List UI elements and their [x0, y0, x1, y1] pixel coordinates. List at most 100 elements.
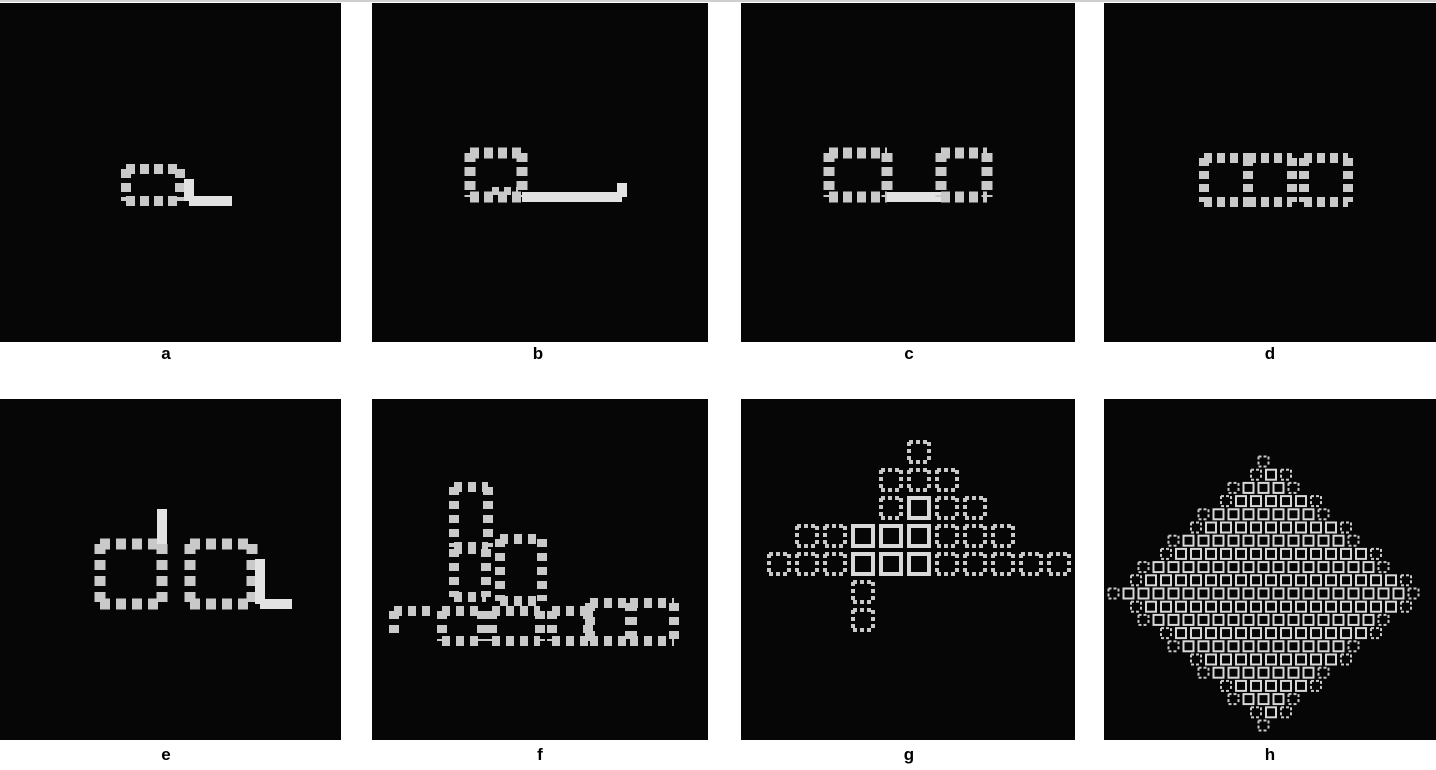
closed-tile: [1266, 549, 1276, 559]
dash-segment: [888, 496, 892, 500]
dash-segment: [1280, 475, 1282, 478]
dash-segment: [1311, 505, 1314, 507]
dash-segment: [95, 560, 106, 570]
closed-tile: [1244, 615, 1254, 625]
closed-tile: [1214, 615, 1224, 625]
dash-segment: [1378, 620, 1380, 623]
closed-tile: [909, 526, 929, 546]
dash-segment: [465, 195, 476, 197]
dash-segment: [823, 526, 827, 530]
closed-tile: [1251, 496, 1261, 506]
dash-segment: [824, 167, 835, 176]
dash-segment: [1280, 470, 1282, 473]
dash-segment: [1190, 660, 1192, 663]
dash-segment: [1007, 552, 1011, 556]
dash-segment: [1230, 501, 1232, 504]
dash-segment: [1160, 549, 1162, 552]
closed-tile: [1199, 615, 1209, 625]
closed-tile: [1326, 549, 1336, 559]
dash-segment: [1170, 628, 1172, 631]
dash-segment: [907, 456, 911, 460]
dash-segment: [1299, 184, 1309, 192]
dash-segment: [935, 554, 939, 558]
dash-segment: [1161, 558, 1164, 560]
dash-segment: [465, 167, 476, 176]
dash-segment: [1243, 184, 1253, 192]
dash-segment: [1230, 153, 1238, 163]
dash-segment: [1021, 572, 1025, 576]
dash-segment: [1234, 693, 1237, 695]
dash-segment: [1409, 598, 1412, 600]
dash-segment: [955, 477, 959, 481]
dash-segment: [408, 606, 416, 616]
closed-tile: [1176, 575, 1186, 585]
dash-segment: [881, 516, 885, 520]
dash-segment: [1108, 589, 1110, 592]
closed-tile: [881, 526, 901, 546]
dash-segment: [1318, 668, 1320, 671]
dash-segment: [95, 592, 106, 602]
dash-segment: [1320, 496, 1322, 499]
dash-segment: [1286, 469, 1289, 471]
panel-h-label: h: [1250, 745, 1290, 765]
closed-tile: [1206, 523, 1216, 533]
closed-tile: [1386, 602, 1396, 612]
dash-segment: [1343, 197, 1353, 202]
closed-tile: [1251, 602, 1261, 612]
dash-segment: [1140, 580, 1142, 583]
dash-segment: [1343, 171, 1353, 179]
dash-segment: [1160, 628, 1162, 631]
dash-segment: [495, 581, 505, 589]
dash-segment: [1256, 469, 1259, 471]
dash-segment: [1230, 197, 1238, 207]
closed-tile: [1274, 694, 1284, 704]
dash-segment: [955, 192, 964, 203]
dash-segment: [1371, 558, 1374, 560]
closed-tile: [1214, 641, 1224, 651]
closed-tile: [1124, 589, 1134, 599]
dash-segment: [1408, 589, 1410, 592]
closed-tile: [1229, 562, 1239, 572]
dash-segment: [1256, 716, 1259, 718]
dash-segment: [951, 488, 955, 492]
dash-segment: [944, 468, 948, 472]
dash-segment: [965, 544, 969, 548]
dash-segment: [1298, 694, 1300, 697]
dash-segment: [944, 552, 948, 556]
dash-segment: [1250, 475, 1252, 478]
dash-segment: [1007, 572, 1011, 576]
dash-segment: [1261, 197, 1269, 207]
dash-segment: [618, 636, 626, 646]
dash-segment: [1343, 158, 1353, 166]
dash-segment: [955, 512, 959, 516]
dash-segment: [767, 561, 771, 565]
closed-tile: [1214, 668, 1224, 678]
dash-segment: [585, 617, 595, 625]
dash-segment: [882, 153, 893, 162]
dash-segment: [449, 515, 459, 523]
dash-segment: [972, 552, 976, 556]
dash-segment: [1380, 549, 1382, 552]
dash-segment: [1259, 730, 1262, 732]
closed-tile: [1229, 615, 1239, 625]
panel-h-pattern: [1104, 399, 1436, 740]
dash-segment: [140, 196, 149, 206]
dash-segment: [1268, 457, 1270, 460]
dash-segment: [895, 516, 899, 520]
dash-segment: [1260, 707, 1262, 710]
dash-segment: [1264, 730, 1267, 732]
dash-segment: [487, 611, 497, 619]
dash-segment: [839, 544, 843, 548]
dash-segment: [121, 197, 131, 201]
dash-segment: [972, 496, 976, 500]
dash-segment: [1358, 641, 1360, 644]
dash-segment: [944, 496, 948, 500]
dash-segment: [1268, 721, 1270, 724]
closed-tile: [1334, 615, 1344, 625]
dash-segment: [879, 484, 883, 488]
closed-tile: [1281, 523, 1291, 533]
dash-segment: [625, 617, 635, 625]
dash-segment: [1035, 552, 1039, 556]
closed-tile: [1221, 549, 1231, 559]
dash-segment: [923, 460, 927, 464]
